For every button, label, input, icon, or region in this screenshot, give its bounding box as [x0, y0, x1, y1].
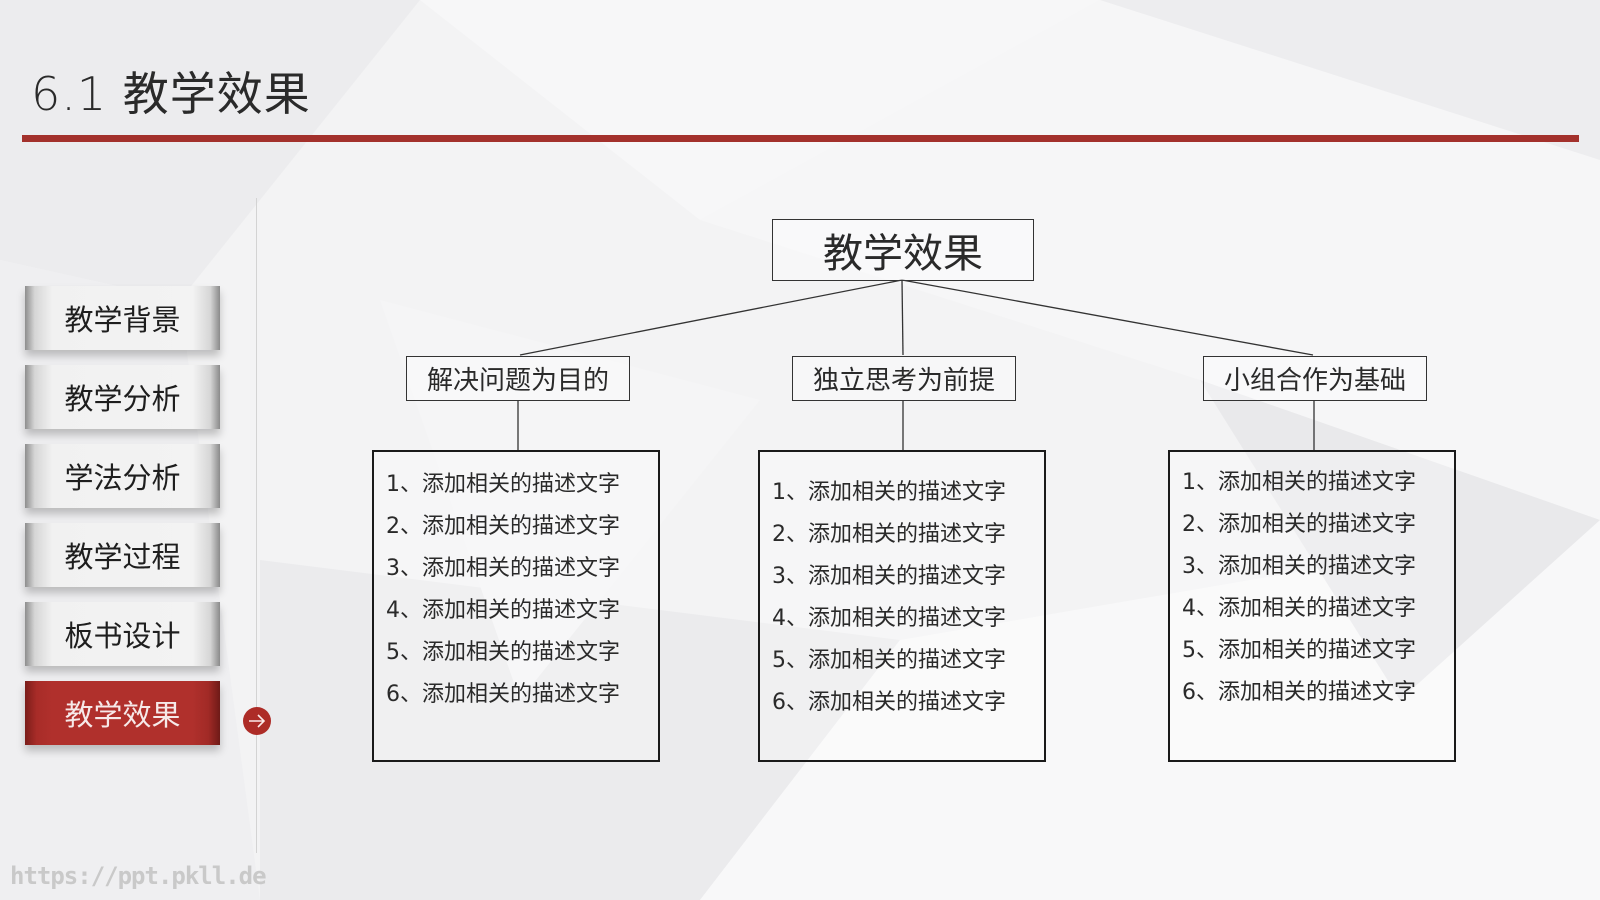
nav-item-label: 教学背景	[64, 303, 181, 337]
nav-item-teaching-analysis[interactable]: 教学分析	[25, 365, 220, 429]
list-item: 3、添加相关的描述文字	[1182, 554, 1416, 579]
nav-item-label: 教学过程	[64, 540, 181, 574]
detail-list: 1、添加相关的描述文字 2、添加相关的描述文字 3、添加相关的描述文字 4、添加…	[772, 472, 1006, 724]
list-item: 4、添加相关的描述文字	[772, 606, 1006, 631]
nav-item-label: 教学效果	[64, 698, 181, 732]
nav-item-learning-method-analysis[interactable]: 学法分析	[25, 444, 220, 508]
detail-list: 1、添加相关的描述文字 2、添加相关的描述文字 3、添加相关的描述文字 4、添加…	[386, 464, 620, 716]
list-item: 1、添加相关的描述文字	[772, 480, 1006, 505]
root-node-label: 教学效果	[823, 231, 983, 277]
branch-node-independent-thinking: 独立思考为前提	[792, 356, 1016, 401]
branch-node-problem-solving: 解决问题为目的	[406, 356, 630, 401]
page-title: 6.1 教学效果	[31, 67, 311, 121]
list-item: 2、添加相关的描述文字	[772, 522, 1006, 547]
list-item: 3、添加相关的描述文字	[772, 564, 1006, 589]
list-item: 4、添加相关的描述文字	[1182, 596, 1416, 621]
nav-item-blackboard-design[interactable]: 板书设计	[25, 602, 220, 666]
detail-box-independent-thinking: 1、添加相关的描述文字 2、添加相关的描述文字 3、添加相关的描述文字 4、添加…	[758, 450, 1046, 762]
diagram-root-node: 教学效果	[772, 219, 1034, 281]
branch-node-group-cooperation: 小组合作为基础	[1203, 356, 1427, 401]
title-underline	[22, 135, 1579, 142]
detail-box-problem-solving: 1、添加相关的描述文字 2、添加相关的描述文字 3、添加相关的描述文字 4、添加…	[372, 450, 660, 762]
detail-list: 1、添加相关的描述文字 2、添加相关的描述文字 3、添加相关的描述文字 4、添加…	[1182, 462, 1416, 714]
branch-node-label: 解决问题为目的	[426, 366, 609, 396]
list-item: 2、添加相关的描述文字	[1182, 512, 1416, 537]
list-item: 5、添加相关的描述文字	[772, 648, 1006, 673]
list-item: 5、添加相关的描述文字	[386, 640, 620, 665]
nav-item-teaching-effect[interactable]: 教学效果	[25, 681, 220, 745]
list-item: 6、添加相关的描述文字	[386, 682, 620, 707]
nav-item-teaching-process[interactable]: 教学过程	[25, 523, 220, 587]
detail-box-group-cooperation: 1、添加相关的描述文字 2、添加相关的描述文字 3、添加相关的描述文字 4、添加…	[1168, 450, 1456, 762]
branch-node-label: 独立思考为前提	[812, 366, 995, 396]
list-item: 5、添加相关的描述文字	[1182, 638, 1416, 663]
watermark-url: https://ppt.pkll.de	[10, 862, 267, 890]
list-item: 4、添加相关的描述文字	[386, 598, 620, 623]
branch-node-label: 小组合作为基础	[1223, 366, 1406, 396]
list-item: 1、添加相关的描述文字	[1182, 470, 1416, 495]
list-item: 3、添加相关的描述文字	[386, 556, 620, 581]
nav-item-label: 学法分析	[64, 461, 181, 495]
list-item: 1、添加相关的描述文字	[386, 472, 620, 497]
list-item: 6、添加相关的描述文字	[772, 690, 1006, 715]
arrow-right-circle-icon[interactable]	[243, 707, 271, 735]
sidebar-divider	[256, 198, 257, 853]
nav-item-label: 教学分析	[64, 382, 181, 416]
list-item: 6、添加相关的描述文字	[1182, 680, 1416, 705]
nav-item-label: 板书设计	[64, 619, 181, 653]
nav-item-teaching-background[interactable]: 教学背景	[25, 286, 220, 350]
list-item: 2、添加相关的描述文字	[386, 514, 620, 539]
